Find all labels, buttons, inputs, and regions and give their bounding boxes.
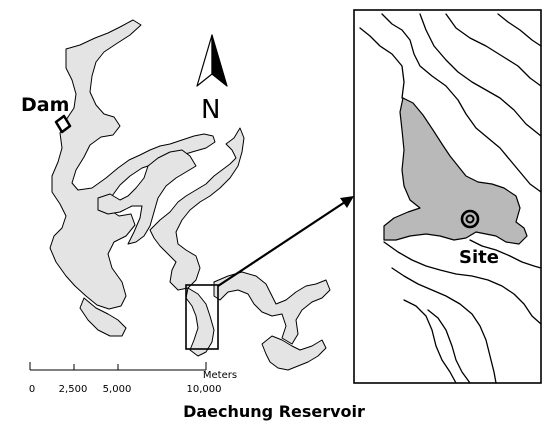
inset-pointer-arrow	[217, 196, 354, 287]
inset-water-body	[383, 97, 528, 245]
reservoir-channel-east	[149, 127, 245, 291]
inset-shorelines	[359, 13, 542, 384]
scale-tick-5000: 5,000	[103, 384, 132, 395]
site-label: Site	[459, 247, 499, 268]
scale-tick-0: 0	[29, 384, 35, 395]
study-area-box	[185, 284, 219, 350]
reservoir-east-arm	[213, 271, 331, 345]
main-map	[49, 19, 331, 371]
north-arrow-icon	[196, 34, 228, 87]
reservoir-channel-south	[185, 287, 215, 357]
north-label: N	[201, 95, 220, 125]
dam-marker-icon	[54, 114, 72, 134]
scale-tick-2500: 2,500	[59, 384, 88, 395]
reservoir-far-east-loop	[261, 335, 327, 371]
scale-bar	[29, 362, 207, 371]
figure-caption: Daechung Reservoir	[183, 402, 365, 421]
scale-tick-10000: 10,000	[187, 384, 222, 395]
reservoir-south-lobe	[79, 297, 127, 337]
inset-map: Site	[353, 9, 542, 384]
scale-unit-label: Meters	[203, 370, 237, 381]
reservoir-middle-branch	[97, 149, 197, 245]
dam-label: Dam	[21, 94, 69, 116]
site-marker-icon	[460, 209, 480, 229]
